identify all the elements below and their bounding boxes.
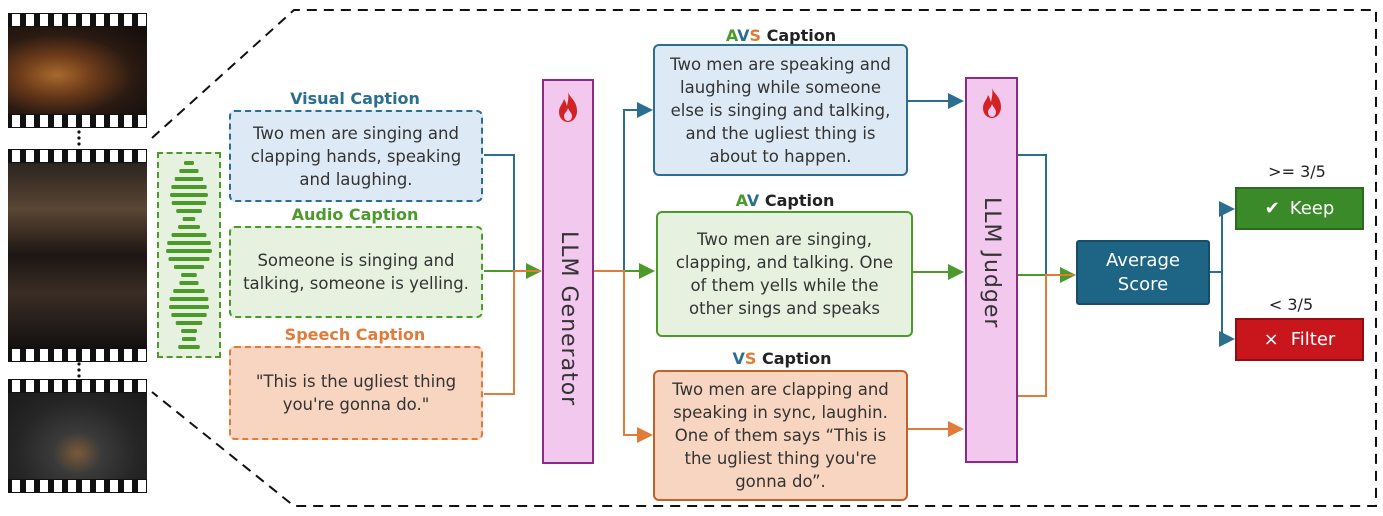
waveform-bar xyxy=(171,313,207,317)
waveform-bar xyxy=(171,185,207,189)
waveform-bar xyxy=(181,329,197,333)
filter-threshold: < 3/5 xyxy=(1268,295,1314,314)
check-icon: ✔ xyxy=(1264,198,1280,219)
av-caption-box: Two men are singing, clapping, and talki… xyxy=(656,211,913,337)
video-frame-3 xyxy=(8,379,147,493)
speech-to-generator-arrow xyxy=(484,270,540,395)
vs-caption-title: VS Caption xyxy=(732,349,832,368)
video-frame-1 xyxy=(8,13,147,128)
frame-ellipsis-bottom xyxy=(77,362,81,378)
avs-caption-box: Two men are speaking and laughing while … xyxy=(653,44,908,176)
waveform-bar xyxy=(167,241,211,245)
frame-ellipsis-top xyxy=(77,130,81,146)
waveform-bar xyxy=(179,281,199,285)
llm-generator-label: LLM Generator xyxy=(556,231,581,407)
waveform-bar xyxy=(169,297,209,301)
av-caption-text: Two men are singing, clapping, and talki… xyxy=(675,230,894,318)
waveform-bar xyxy=(184,161,194,165)
keep-box: ✔ Keep xyxy=(1235,187,1364,230)
visual-caption-text: Two men are singing and clapping hands, … xyxy=(250,123,462,189)
waveform-bar xyxy=(171,201,207,205)
waveform-bar xyxy=(179,169,199,173)
audio-caption-title: Audio Caption xyxy=(291,205,419,224)
cross-icon: × xyxy=(1263,329,1279,350)
speech-caption-box: "This is the ugliest thing you're gonna … xyxy=(229,346,483,440)
waveform-bar xyxy=(178,225,200,229)
audio-waveform xyxy=(157,152,221,358)
waveform-bar xyxy=(168,257,210,261)
speech-caption-title: Speech Caption xyxy=(284,325,426,344)
vs-caption-box: Two men are clapping and speaking in syn… xyxy=(653,370,908,501)
fire-icon xyxy=(559,92,577,122)
audio-caption-box: Someone is singing and talking, someone … xyxy=(229,226,483,318)
visual-to-generator-arrow xyxy=(484,154,540,272)
waveform-bar xyxy=(181,337,197,341)
average-score-box: Average Score xyxy=(1076,240,1210,305)
waveform-bar xyxy=(170,193,208,197)
waveform-bar xyxy=(174,177,204,181)
av-caption-title: AV Caption xyxy=(735,191,835,210)
avs-caption-text: Two men are speaking and laughing while … xyxy=(670,54,891,166)
waveform-bar xyxy=(173,265,205,269)
judger-to-score-orange xyxy=(1018,274,1074,397)
waveform-bar xyxy=(169,305,209,309)
waveform-icon xyxy=(166,161,212,349)
fire-icon xyxy=(983,88,1001,118)
vs-caption-text: Two men are clapping and speaking in syn… xyxy=(672,380,889,491)
waveform-bar xyxy=(175,321,203,325)
generator-to-vs-arrow xyxy=(594,270,653,443)
waveform-bar xyxy=(173,289,205,293)
judger-to-score-blue xyxy=(1018,154,1074,276)
llm-judger-label: LLM Judger xyxy=(979,197,1004,329)
waveform-bar xyxy=(176,209,202,213)
waveform-bar xyxy=(166,249,212,253)
visual-caption-title: Visual Caption xyxy=(290,89,420,108)
dashed-outline xyxy=(151,9,1377,507)
visual-caption-box: Two men are singing and clapping hands, … xyxy=(229,110,483,202)
avs-caption-title: AVS Caption xyxy=(725,26,837,45)
generator-to-avs-arrow xyxy=(594,102,653,272)
keep-label: Keep xyxy=(1289,198,1335,219)
filter-label: Filter xyxy=(1290,329,1336,350)
llm-generator: LLM Generator xyxy=(542,79,594,464)
waveform-bar xyxy=(181,273,197,277)
average-score-label: Average Score xyxy=(1106,249,1180,295)
llm-judger: LLM Judger xyxy=(965,77,1018,463)
speech-caption-text: "This is the ugliest thing you're gonna … xyxy=(255,372,457,414)
waveform-bar xyxy=(171,233,207,237)
score-to-keep-arrow xyxy=(1210,201,1235,273)
waveform-bar xyxy=(182,217,196,221)
audio-caption-text: Someone is singing and talking, someone … xyxy=(243,251,469,293)
video-frame-2 xyxy=(8,149,147,362)
filter-box: × Filter xyxy=(1235,318,1364,361)
keep-threshold: >= 3/5 xyxy=(1268,162,1326,181)
waveform-bar xyxy=(178,345,200,349)
score-to-filter-arrow xyxy=(1210,271,1235,347)
